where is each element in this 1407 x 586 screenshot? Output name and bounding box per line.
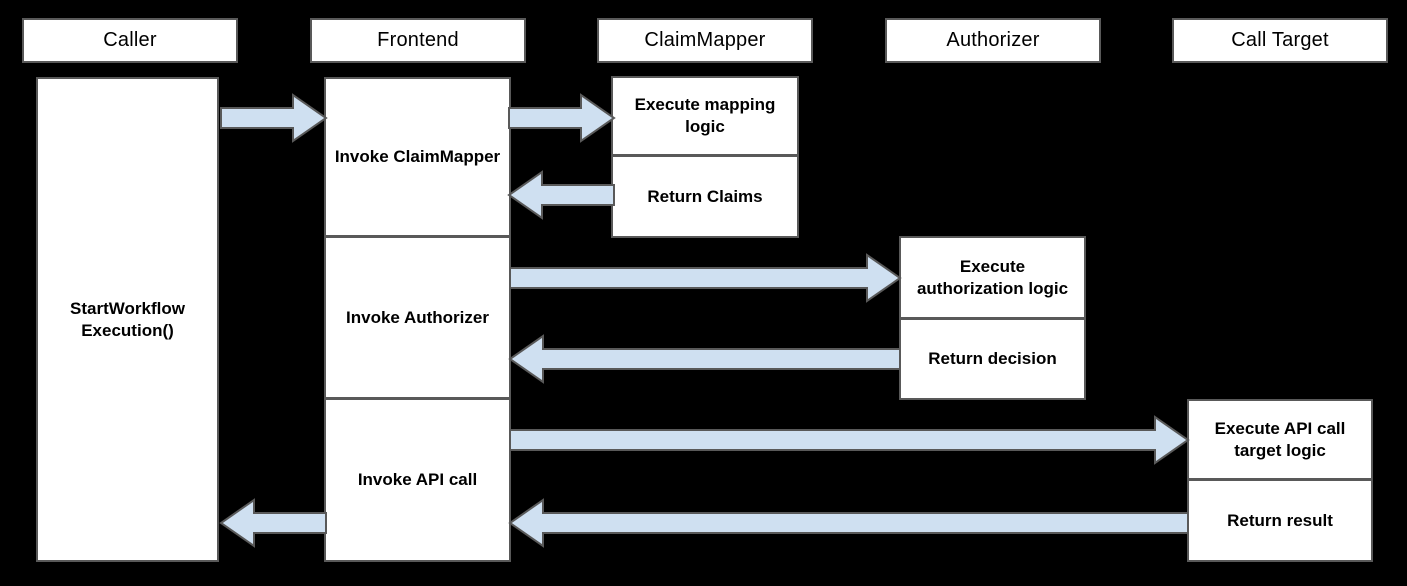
activation-frontend-invoke-claimmapper-label: Invoke ClaimMapper (334, 147, 501, 167)
lane-header-authorizer-label: Authorizer (946, 29, 1040, 51)
activation-claimmapper-execute: Execute mapping logic (611, 76, 799, 156)
arrow-frontend-to-caller (219, 498, 327, 548)
activation-frontend-invoke-api-call-label: Invoke API call (357, 470, 478, 490)
activation-caller-start-label: StartWorkflow Execution() (70, 298, 185, 340)
activation-authorizer-return-label: Return decision (928, 349, 1057, 369)
arrow-frontend-to-authorizer (509, 253, 902, 303)
arrow-frontend-to-claimmapper (508, 93, 616, 143)
lane-header-frontend-label: Frontend (377, 29, 459, 51)
activation-calltarget-return: Return result (1187, 479, 1373, 562)
arrow-calltarget-to-frontend (508, 498, 1189, 548)
lane-header-call-target: Call Target (1172, 18, 1388, 63)
arrow-caller-to-frontend (220, 93, 328, 143)
lane-header-claimmapper: ClaimMapper (597, 18, 813, 63)
activation-claimmapper-execute-label: Execute mapping logic (634, 95, 776, 136)
activation-frontend-invoke-authorizer-label: Invoke Authorizer (346, 307, 489, 327)
activation-claimmapper-return-label: Return Claims (647, 186, 763, 206)
lane-header-caller: Caller (22, 18, 238, 63)
arrow-authorizer-to-frontend (508, 334, 901, 384)
lane-header-authorizer: Authorizer (885, 18, 1101, 63)
lane-header-frontend: Frontend (310, 18, 526, 63)
lane-header-claimmapper-label: ClaimMapper (644, 29, 766, 51)
activation-frontend-invoke-claimmapper: Invoke ClaimMapper (324, 77, 511, 237)
activation-authorizer-return: Return decision (899, 318, 1086, 400)
activation-calltarget-execute: Execute API call target logic (1187, 399, 1373, 480)
activation-caller-start: StartWorkflow Execution() (36, 77, 219, 562)
lane-header-caller-label: Caller (103, 29, 157, 51)
activation-claimmapper-return: Return Claims (611, 155, 799, 238)
activation-authorizer-execute: Execute authorization logic (899, 236, 1086, 319)
activation-frontend-invoke-api-call: Invoke API call (324, 398, 511, 562)
activation-calltarget-return-label: Return result (1227, 510, 1333, 530)
activation-frontend-invoke-authorizer: Invoke Authorizer (324, 236, 511, 399)
lane-header-call-target-label: Call Target (1231, 29, 1329, 51)
arrow-claimmapper-to-frontend (507, 170, 615, 220)
arrow-frontend-to-calltarget (509, 415, 1190, 465)
activation-authorizer-execute-label: Execute authorization logic (916, 256, 1069, 298)
activation-calltarget-execute-label: Execute API call target logic (1214, 418, 1346, 460)
